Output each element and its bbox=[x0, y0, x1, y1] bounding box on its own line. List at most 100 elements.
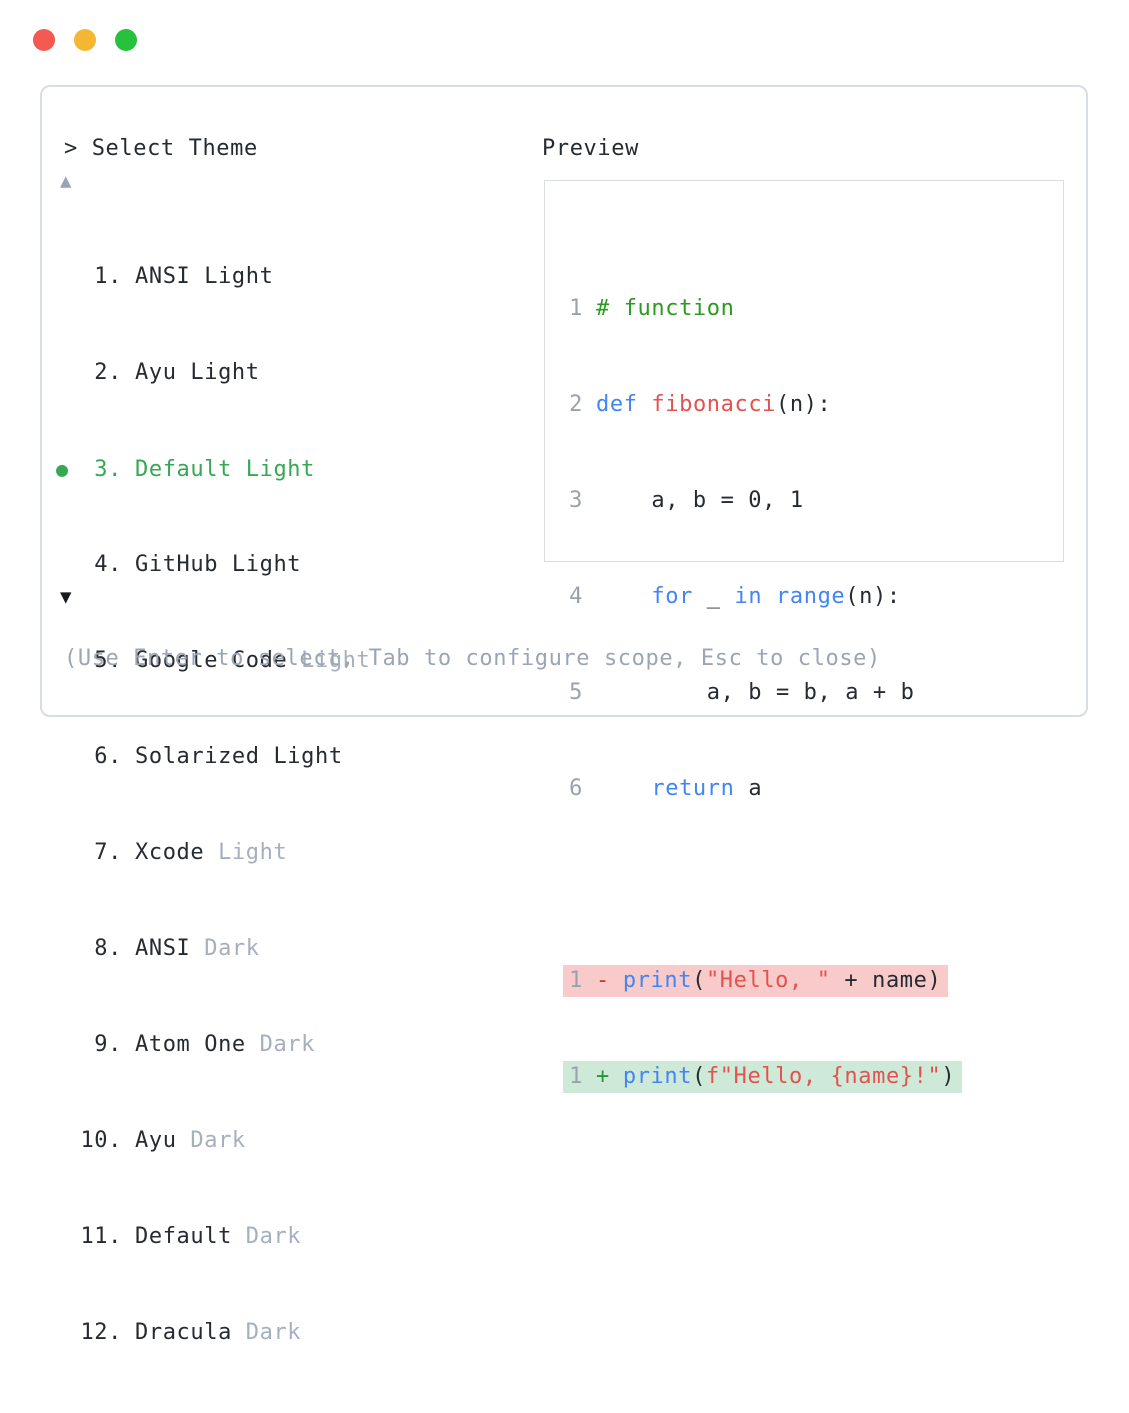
theme-item-number: 5. bbox=[94, 648, 122, 673]
diff-added-highlight: 1 + print(f"Hello, {name}!") bbox=[563, 1061, 963, 1093]
theme-item-ayu-light[interactable]: 2. Ayu Light bbox=[52, 357, 370, 389]
theme-item-label: Default bbox=[135, 1224, 232, 1249]
diff-removed-line: 1-print("Hello, " + name) bbox=[563, 965, 1063, 997]
code-token: def bbox=[596, 392, 638, 417]
theme-item-label: Google Code bbox=[135, 648, 288, 673]
line-number: 3 bbox=[569, 488, 583, 513]
theme-item-solarized-light[interactable]: 6. Solarized Light bbox=[52, 741, 370, 773]
theme-item-variant: Light bbox=[204, 840, 288, 865]
code-token: # function bbox=[596, 296, 735, 321]
code-token: _ bbox=[692, 584, 735, 609]
theme-item-label: Ayu bbox=[135, 1128, 177, 1153]
line-number: 4 bbox=[569, 584, 583, 609]
line-number: 5 bbox=[569, 680, 583, 705]
code-token: ( bbox=[692, 1064, 706, 1089]
code-token: range bbox=[776, 584, 846, 609]
theme-item-number: 10. bbox=[80, 1128, 122, 1153]
theme-item-variant: Dark bbox=[231, 1224, 302, 1249]
theme-item-ansi-dark[interactable]: 8. ANSI Dark bbox=[52, 933, 370, 965]
scroll-down-indicator-icon[interactable]: ▼ bbox=[60, 586, 73, 608]
code-line: 4 for _ in range(n): bbox=[569, 581, 1063, 613]
code-token: return bbox=[651, 776, 735, 801]
code-line: 3 a, b = 0, 1 bbox=[569, 485, 1063, 517]
line-number: 2 bbox=[569, 392, 583, 417]
theme-item-google-code[interactable]: 5. Google Code Light bbox=[52, 645, 370, 677]
code-line: 6 return a bbox=[569, 773, 1063, 805]
theme-item-ansi-light[interactable]: 1. ANSI Light bbox=[52, 261, 370, 293]
line-number: 6 bbox=[569, 776, 583, 801]
theme-item-variant: Dark bbox=[176, 1128, 246, 1153]
theme-item-number: 4. bbox=[94, 552, 122, 577]
code-token bbox=[638, 392, 652, 417]
window-minimize-button[interactable] bbox=[74, 29, 96, 51]
code-token: a, b = 0, 1 bbox=[596, 488, 804, 513]
line-number: 1 bbox=[569, 1064, 583, 1089]
window-controls bbox=[33, 29, 137, 51]
code-token: print bbox=[622, 968, 693, 993]
theme-item-number: 6. bbox=[94, 744, 122, 769]
diff-plus-sign: + bbox=[596, 1064, 610, 1089]
theme-item-variant: Dark bbox=[231, 1320, 302, 1345]
scroll-up-indicator-icon[interactable]: ▲ bbox=[60, 170, 73, 192]
diff-added-line: 1 + print(f"Hello, {name}!") bbox=[563, 1061, 1063, 1093]
code-token: f"Hello, {name}!" bbox=[705, 1064, 942, 1089]
diff-minus-sign: - bbox=[596, 968, 610, 993]
code-token bbox=[596, 776, 651, 801]
window-zoom-button[interactable] bbox=[115, 29, 137, 51]
code-token: a, b = b, a + b bbox=[596, 680, 915, 705]
code-token: for bbox=[651, 584, 693, 609]
help-text: (Use Enter to select, Tab to configure s… bbox=[64, 646, 881, 671]
theme-item-label: Dracula bbox=[135, 1320, 232, 1345]
theme-item-label: Xcode bbox=[135, 840, 205, 865]
theme-item-number: 7. bbox=[94, 840, 122, 865]
code-token: a bbox=[734, 776, 763, 801]
code-line: 5 a, b = b, a + b bbox=[569, 677, 1063, 709]
theme-item-number: 8. bbox=[94, 936, 122, 961]
code-token: fibonacci bbox=[651, 392, 777, 417]
select-theme-prompt: > Select Theme bbox=[64, 136, 258, 161]
theme-item-default-dark[interactable]: 11. Default Dark bbox=[52, 1221, 370, 1253]
preview-title: Preview bbox=[542, 136, 639, 161]
theme-item-variant: Light bbox=[287, 648, 371, 673]
window-close-button[interactable] bbox=[33, 29, 55, 51]
code-token bbox=[596, 584, 651, 609]
code-token: ) bbox=[941, 1064, 956, 1089]
theme-item-number: 2. bbox=[94, 360, 122, 385]
theme-item-ayu-dark[interactable]: 10. Ayu Dark bbox=[52, 1125, 370, 1157]
theme-item-default-light-selected[interactable]: ● 3. Default Light bbox=[52, 453, 370, 485]
theme-item-label: Ayu Light bbox=[135, 360, 260, 385]
theme-item-variant: Dark bbox=[245, 1032, 315, 1057]
theme-item-atom-one[interactable]: 9.Atom One Dark bbox=[52, 1029, 370, 1061]
code-token: ( bbox=[692, 968, 706, 993]
theme-item-github-light[interactable]: 4. GitHub Light bbox=[52, 549, 370, 581]
code-token: (n): bbox=[776, 392, 832, 417]
theme-item-number: 12. bbox=[80, 1320, 122, 1345]
code-token: print bbox=[622, 1064, 693, 1089]
code-token bbox=[762, 584, 776, 609]
blank-line bbox=[569, 869, 1063, 901]
selected-dot-icon: ● bbox=[56, 457, 69, 481]
diff-removed-highlight: 1-print("Hello, " + name) bbox=[563, 965, 949, 997]
line-number: 1 bbox=[569, 968, 583, 993]
code-token: (n): bbox=[845, 584, 901, 609]
theme-item-label: ANSI Light bbox=[135, 264, 274, 289]
theme-item-label: Atom One bbox=[135, 1032, 246, 1057]
theme-list: 1. ANSI Light 2. Ayu Light ● 3. Default Ligh… bbox=[52, 197, 370, 1413]
code-token: in bbox=[734, 584, 763, 609]
theme-item-xcode[interactable]: 7. Xcode Light bbox=[52, 837, 370, 869]
theme-item-label: GitHub Light bbox=[135, 552, 302, 577]
line-number: 1 bbox=[569, 296, 583, 321]
theme-item-label: Default Light bbox=[135, 457, 315, 482]
code-line: 2 def fibonacci(n): bbox=[569, 389, 1063, 421]
theme-item-dracula[interactable]: 12. Dracula Dark bbox=[52, 1317, 370, 1349]
code-token: "Hello, " bbox=[705, 968, 831, 993]
code-token: + name) bbox=[830, 968, 942, 993]
theme-item-number: 1. bbox=[94, 264, 122, 289]
theme-item-label: ANSI bbox=[135, 936, 191, 961]
theme-picker-panel: > Select Theme ▲ 1. ANSI Light 2. Ayu Ligh… bbox=[40, 85, 1088, 1345]
theme-item-label: Solarized Light bbox=[135, 744, 343, 769]
theme-item-number: 3. bbox=[94, 457, 122, 482]
theme-item-number: 11. bbox=[80, 1224, 122, 1249]
theme-item-variant: Dark bbox=[190, 936, 260, 961]
